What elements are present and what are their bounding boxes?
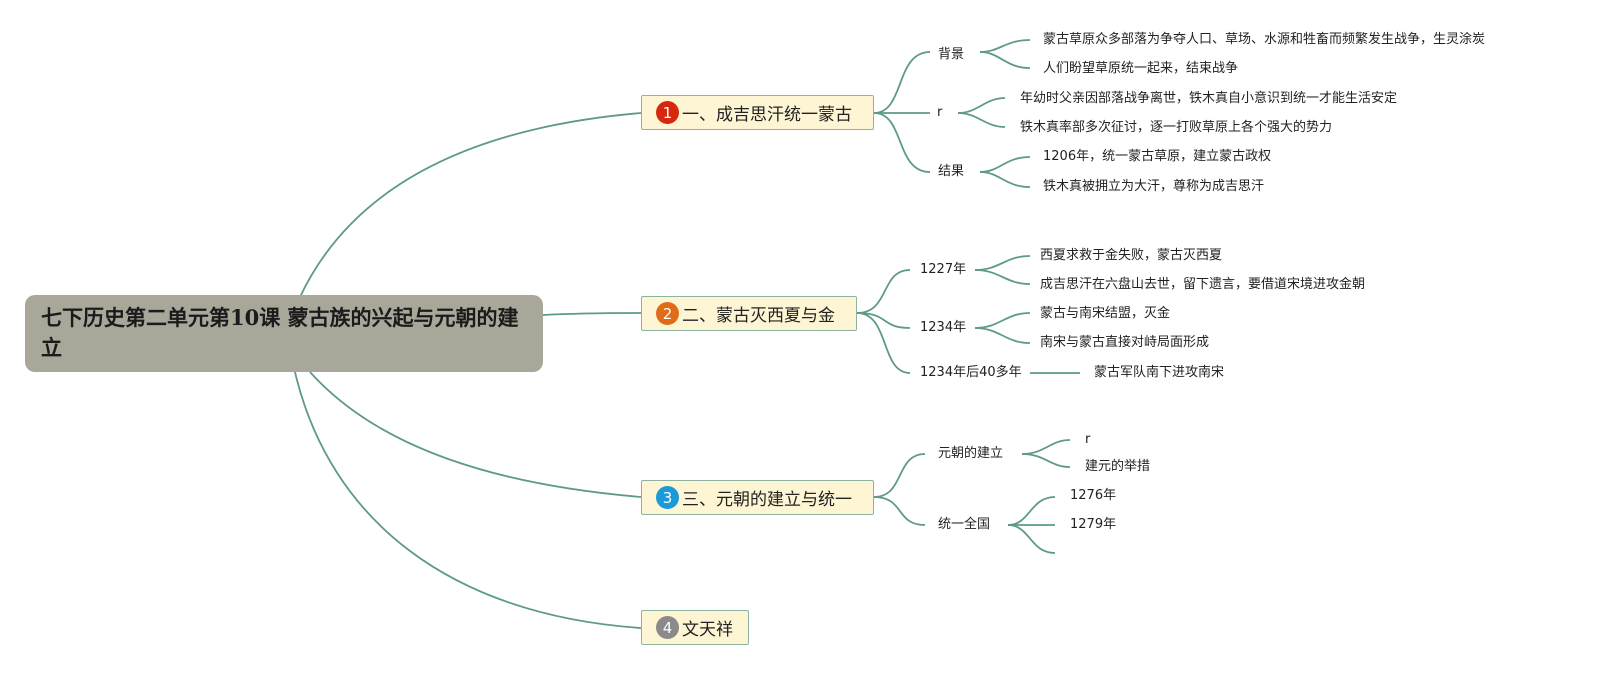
subtopic[interactable]: r	[937, 105, 943, 120]
leaf[interactable]: 年幼时父亲因部落战争离世，铁木真自小意识到统一才能生活安定	[1020, 91, 1398, 106]
number-badge: 3	[656, 486, 679, 509]
leaf[interactable]: r	[1085, 432, 1091, 447]
leaf[interactable]: 蒙古与南宋结盟，灭金	[1040, 306, 1171, 321]
root-title: 七下历史第二单元第10课 蒙古族的兴起与元朝的建立	[41, 305, 519, 360]
number-badge: 1	[656, 101, 679, 124]
subtopic[interactable]: 1234年后40多年	[920, 365, 1022, 380]
subtopic[interactable]: 1227年	[920, 262, 967, 277]
topic-label: 二、蒙古灭西夏与金	[682, 306, 835, 326]
topic-4[interactable]: 4 文天祥	[641, 610, 749, 645]
number-badge: 4	[656, 616, 679, 639]
topic-label: 一、成吉思汗统一蒙古	[682, 105, 852, 125]
leaf[interactable]: 1279年	[1070, 517, 1117, 532]
leaf[interactable]: 蒙古草原众多部落为争夺人口、草场、水源和牲畜而频繁发生战争，生灵涂炭	[1043, 32, 1486, 47]
leaf[interactable]: 铁木真率部多次征讨，逐一打败草原上各个强大的势力	[1020, 120, 1333, 135]
topic-label: 文天祥	[682, 620, 733, 640]
subtopic[interactable]: 结果	[938, 164, 965, 179]
subtopic[interactable]: 背景	[938, 47, 965, 62]
leaf[interactable]: 建元的举措	[1085, 459, 1151, 474]
root-topic[interactable]: 七下历史第二单元第10课 蒙古族的兴起与元朝的建立	[25, 295, 543, 372]
subtopic[interactable]: 1234年	[920, 320, 967, 335]
subtopic[interactable]: 元朝的建立	[938, 446, 1004, 461]
leaf[interactable]: 蒙古军队南下进攻南宋	[1094, 365, 1225, 380]
leaf[interactable]: 1206年，统一蒙古草原，建立蒙古政权	[1043, 149, 1272, 164]
leaf[interactable]: 西夏求救于金失败，蒙古灭西夏	[1040, 248, 1223, 263]
topic-1[interactable]: 1 一、成吉思汗统一蒙古	[641, 95, 874, 130]
leaf[interactable]: 南宋与蒙古直接对峙局面形成	[1040, 335, 1210, 350]
number-badge: 2	[656, 302, 679, 325]
leaf[interactable]: 人们盼望草原统一起来，结束战争	[1043, 61, 1239, 76]
topic-3[interactable]: 3 三、元朝的建立与统一	[641, 480, 874, 515]
leaf[interactable]: 铁木真被拥立为大汗，尊称为成吉思汗	[1043, 179, 1265, 194]
leaf[interactable]: 1276年	[1070, 488, 1117, 503]
leaf[interactable]: 成吉思汗在六盘山去世，留下遗言，要借道宋境进攻金朝	[1040, 277, 1366, 292]
subtopic[interactable]: 统一全国	[938, 517, 991, 532]
topic-2[interactable]: 2 二、蒙古灭西夏与金	[641, 296, 857, 331]
topic-label: 三、元朝的建立与统一	[682, 490, 852, 510]
